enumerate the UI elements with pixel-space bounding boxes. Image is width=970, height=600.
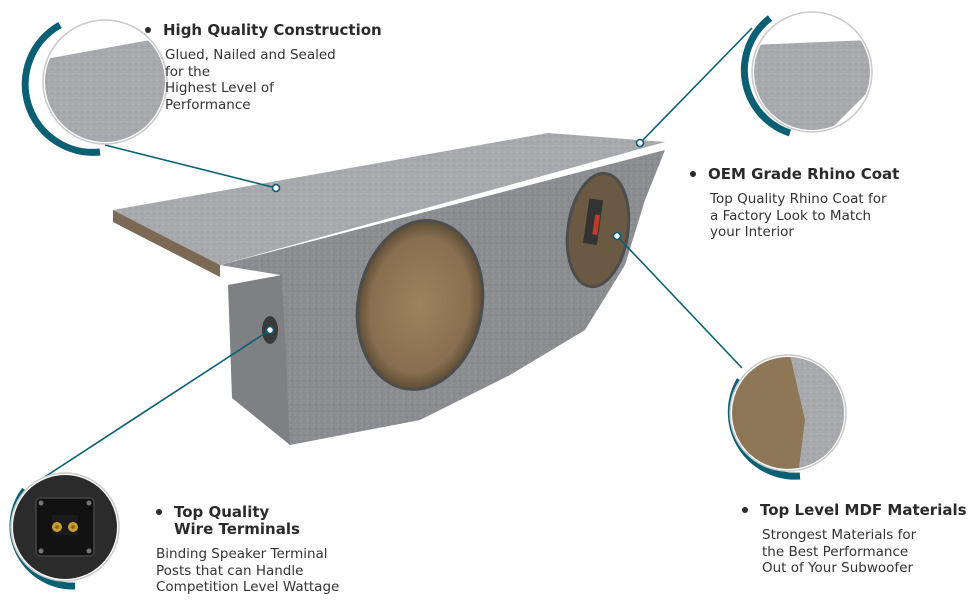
feature-wire-terminals: Top Quality Wire Terminals Binding Speak…: [156, 504, 339, 596]
feature-construction: High Quality Construction Glued, Nailed …: [145, 22, 382, 113]
feature-title: High Quality Construction: [163, 21, 382, 39]
feature-description: Strongest Materials for the Best Perform…: [762, 527, 917, 576]
callout-dots: [265, 138, 645, 335]
feature-description: Glued, Nailed and Sealed for the Highest…: [165, 47, 336, 113]
feature-description: Top Quality Rhino Coat for a Factory Loo…: [710, 191, 887, 240]
detail-circle-mdf: [727, 354, 847, 480]
feature-title: OEM Grade Rhino Coat: [708, 165, 900, 183]
bullet-icon: [145, 27, 151, 33]
feature-description: Binding Speaker Terminal Posts that can …: [156, 546, 340, 595]
feature-title: Top Level MDF Materials: [760, 501, 967, 519]
subwoofer-box: [113, 133, 665, 445]
bullet-icon: [742, 507, 748, 513]
bullet-icon: [156, 509, 162, 515]
feature-rhino-coat: OEM Grade Rhino Coat Top Quality Rhino C…: [690, 166, 899, 241]
feature-title-line-1: Top Quality: [174, 503, 270, 521]
detail-circle-construction: [21, 19, 168, 156]
feature-mdf-materials: Top Level MDF Materials Strongest Materi…: [742, 502, 967, 577]
bullet-icon: [690, 171, 696, 177]
callout-lines: [39, 27, 753, 481]
detail-circle-terminals: [9, 472, 120, 590]
feature-title-line-2: Wire Terminals: [174, 520, 300, 538]
detail-circle-rhino: [740, 11, 873, 137]
